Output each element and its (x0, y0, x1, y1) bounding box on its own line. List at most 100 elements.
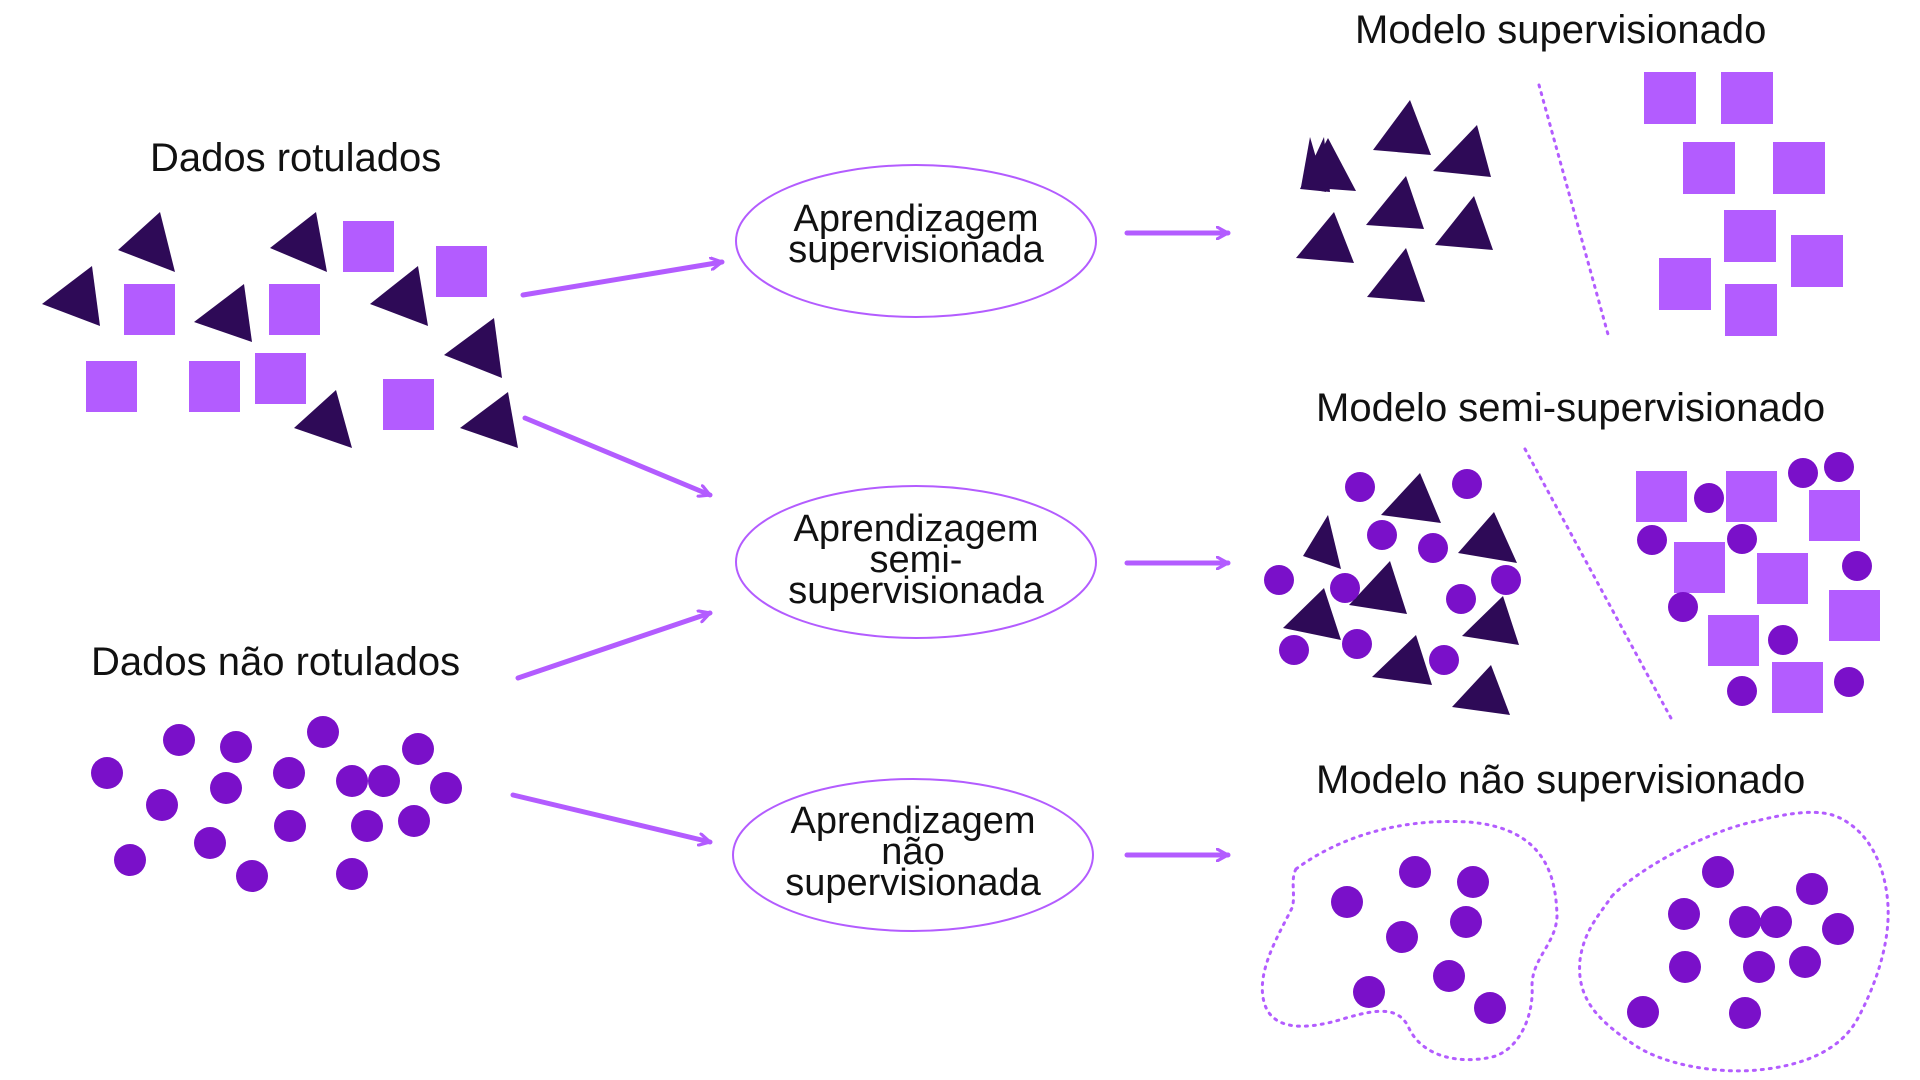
circle-shape (1727, 524, 1757, 554)
circle-shape (1399, 856, 1431, 888)
circle-shape (1729, 997, 1761, 1029)
triangle-shape (1283, 588, 1341, 640)
square-shape (1708, 615, 1759, 666)
circle-shape (194, 827, 226, 859)
oval-line: não (881, 831, 945, 873)
circle-shape (1457, 866, 1489, 898)
triangle-shape (270, 212, 327, 272)
arrow-to-supervised (520, 262, 725, 298)
triangle-shape (444, 318, 502, 378)
circle-shape (1727, 676, 1757, 706)
circle-shape (1822, 913, 1854, 945)
circle-shape (1330, 573, 1360, 603)
circle-shape (114, 844, 146, 876)
triangle-shape (1366, 176, 1424, 229)
labeled-data-shapes (42, 212, 518, 448)
unsupervised-model-label: Modelo não supervisionado (1316, 758, 1806, 802)
triangle-shape (1433, 125, 1491, 177)
triangle-shape (1302, 138, 1356, 191)
circle-shape (1789, 946, 1821, 978)
circle-shape (1834, 667, 1864, 697)
circle-shape (351, 810, 383, 842)
unsupervised-learning-text: Aprendizagem não supervisionada (743, 800, 1083, 904)
square-shape (269, 284, 320, 335)
square-shape (1772, 662, 1823, 713)
circle-shape (1474, 992, 1506, 1024)
supervised-model-shapes (1296, 72, 1843, 340)
circle-shape (220, 731, 252, 763)
unlabeled-data-label: Dados não rotulados (91, 640, 461, 684)
triangle-shape (1372, 635, 1432, 685)
arrow-unlabeled-to-semi-supervised (515, 613, 713, 681)
circle-shape (336, 765, 368, 797)
input-arrows (510, 262, 725, 842)
circle-shape (1342, 629, 1372, 659)
circle-shape (1279, 635, 1309, 665)
circle-shape (146, 789, 178, 821)
oval-line: Aprendizagem (790, 800, 1036, 842)
semi-supervised-learning-oval (735, 485, 1097, 639)
oval-line: supervisionada (788, 570, 1044, 612)
labeled-data-label: Dados rotulados (150, 136, 442, 180)
circle-shape (1760, 906, 1792, 938)
square-shape (1636, 471, 1687, 522)
circle-shape (1433, 960, 1465, 992)
circle-shape (1796, 873, 1828, 905)
square-shape (1725, 284, 1777, 336)
oval-line: supervisionada (785, 862, 1041, 904)
semi-supervised-model-shapes (1264, 447, 1880, 722)
circle-shape (307, 716, 339, 748)
triangle-shape (294, 390, 352, 448)
circle-shape (1824, 452, 1854, 482)
circle-shape (236, 860, 268, 892)
unsupervised-model-shapes (1260, 810, 1890, 1073)
circle-shape (1668, 898, 1700, 930)
circle-shape (1668, 592, 1698, 622)
triangle-shape (1349, 561, 1407, 614)
circle-shape (430, 772, 462, 804)
supervised-learning-oval (735, 164, 1097, 318)
square-shape (1683, 142, 1735, 194)
circle-shape (1842, 551, 1872, 581)
circle-shape (1669, 951, 1701, 983)
square-shape (383, 379, 434, 430)
circle-shape (1729, 906, 1761, 938)
square-shape (1724, 210, 1776, 262)
cluster-outline (1578, 810, 1890, 1073)
triangle-shape (370, 266, 428, 326)
triangle-shape (460, 392, 518, 448)
square-shape (343, 221, 394, 272)
triangle-shape (1373, 100, 1431, 155)
square-shape (1791, 235, 1843, 287)
oval-line: Aprendizagem (793, 508, 1039, 550)
circle-shape (1450, 906, 1482, 938)
triangle-shape (1296, 212, 1354, 263)
triangle-shape (194, 284, 252, 342)
square-shape (124, 284, 175, 335)
square-shape (436, 246, 487, 297)
square-shape (1644, 72, 1696, 124)
decision-boundary (1537, 83, 1611, 340)
oval-line: semi- (869, 539, 963, 581)
circle-shape (210, 772, 242, 804)
square-shape (1674, 542, 1725, 593)
triangle-shape (1452, 665, 1510, 715)
circle-shape (273, 757, 305, 789)
circle-shape (402, 733, 434, 765)
circle-shape (1345, 472, 1375, 502)
square-shape (189, 361, 240, 412)
semi-supervised-learning-text: Aprendizagem semi- supervisionada (746, 508, 1086, 612)
circle-shape (1491, 565, 1521, 595)
triangle-shape (1367, 248, 1425, 302)
square-shape (1721, 72, 1773, 124)
circle-shape (1429, 645, 1459, 675)
triangle-shape (1462, 596, 1519, 645)
circle-shape (1702, 856, 1734, 888)
supervised-model-label: Modelo supervisionado (1355, 8, 1767, 52)
supervised-learning-text: Aprendizagem supervisionada (746, 200, 1086, 269)
circle-shape (163, 724, 195, 756)
circle-shape (1788, 458, 1818, 488)
decision-boundary (1523, 447, 1674, 722)
square-shape (1757, 553, 1808, 604)
circle-shape (1331, 886, 1363, 918)
